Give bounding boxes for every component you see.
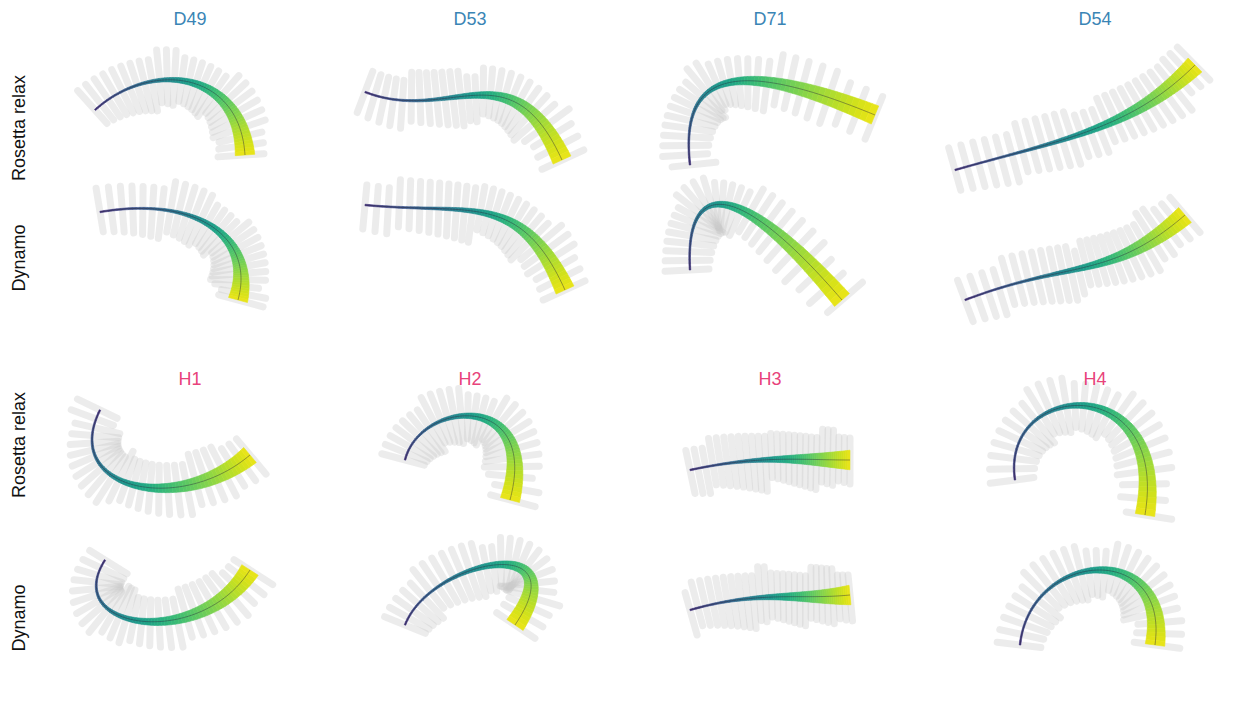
panel-title: H3	[758, 370, 781, 390]
ribbon-backbone	[92, 410, 250, 488]
side-chain-bar	[157, 50, 162, 103]
row-label: Dynamo	[10, 584, 30, 651]
protein-panel	[363, 180, 585, 300]
ribbon-backbone	[405, 416, 515, 500]
row-label: Dynamo	[10, 224, 30, 291]
side-chain-bar	[398, 180, 400, 227]
side-chain-bar	[72, 434, 119, 438]
side-chain-bar	[822, 429, 823, 482]
side-chain-bar	[664, 135, 711, 138]
side-chain-bar	[475, 77, 477, 122]
ribbon-backbone	[1014, 405, 1147, 515]
ribbon-backbone	[690, 595, 850, 610]
panel-title: H4	[1083, 370, 1106, 390]
ribbon-backbone	[365, 92, 562, 160]
side-chain-bar	[446, 184, 448, 236]
panel-title: D49	[173, 10, 206, 30]
side-chain-bar	[771, 434, 773, 478]
side-chain-bar	[468, 188, 475, 243]
protein-panel	[686, 429, 850, 493]
ribbon-backbone	[1020, 570, 1156, 645]
protein-panel	[382, 389, 539, 507]
side-chain-bar	[155, 465, 163, 513]
ribbon-backbone	[405, 565, 531, 625]
ribbon-backbone	[690, 204, 842, 300]
side-chain-bar	[375, 187, 378, 232]
protein-panel	[663, 55, 883, 167]
side-chain-bar	[990, 477, 1034, 483]
side-chain-bar	[363, 185, 367, 229]
panel-title: D54	[1078, 10, 1111, 30]
ribbon-backbone	[96, 560, 250, 622]
side-chain-bar	[1062, 378, 1071, 432]
side-chain-bar	[409, 181, 411, 229]
row-label: Rosetta relax	[10, 392, 30, 498]
side-chain-bar	[484, 463, 539, 471]
side-chain-bar	[139, 186, 147, 234]
ribbon-backbone	[95, 80, 245, 155]
side-chain-bar	[492, 547, 497, 592]
side-chain-bar	[737, 59, 741, 106]
ribbon-backbone	[955, 65, 1195, 170]
protein-panel	[665, 178, 862, 312]
side-chain-bar	[765, 436, 768, 491]
side-chain-bar	[96, 188, 103, 231]
side-chain-bar	[665, 269, 709, 271]
side-chain-bar	[158, 189, 164, 239]
side-chain-bar	[990, 465, 1035, 473]
side-chain-bar	[151, 187, 154, 236]
side-chain-bar	[758, 436, 761, 490]
protein-panel	[685, 567, 852, 635]
protein-panel	[958, 198, 1200, 322]
side-chain-bar	[419, 73, 421, 123]
side-chain-bar	[419, 182, 420, 231]
protein-panel	[990, 378, 1172, 519]
side-chain-bar	[426, 73, 430, 124]
protein-panel	[70, 399, 266, 515]
side-chain-bar	[379, 77, 389, 122]
side-chain-bar	[784, 58, 796, 109]
side-chain-bar	[387, 188, 390, 234]
side-chain-bar	[390, 79, 396, 126]
side-chain-bar	[462, 186, 467, 240]
protein-panel	[78, 50, 265, 157]
panel-title: H1	[178, 370, 201, 390]
ribbon-backbone	[689, 81, 875, 165]
panel-title: D71	[753, 10, 786, 30]
ribbon-backbone	[365, 205, 565, 290]
panel-title: H2	[458, 370, 481, 390]
side-chain-bar	[758, 567, 762, 621]
side-chain-bar	[744, 59, 751, 107]
protein-panel	[385, 538, 560, 639]
ribbon-backbone	[690, 459, 850, 470]
protein-panel	[96, 182, 266, 307]
side-chain-bar	[663, 142, 709, 149]
side-chain-bar	[771, 573, 773, 617]
side-chain-bar	[401, 80, 404, 128]
protein-panel	[72, 551, 272, 648]
side-chain-bar	[846, 438, 853, 484]
protein-panel	[997, 544, 1182, 648]
ribbon-backbone	[965, 215, 1185, 300]
side-chain-bar	[166, 50, 167, 104]
panel-title: D53	[453, 10, 486, 30]
side-chain-bar	[663, 154, 708, 157]
side-chain-bar	[672, 162, 716, 167]
row-label: Rosetta relax	[10, 75, 30, 181]
side-chain-bar	[408, 72, 416, 121]
ribbon-backbone	[100, 208, 241, 300]
side-chain-bar	[764, 567, 767, 622]
side-chain-bar	[480, 68, 487, 114]
side-chain-bar	[665, 257, 710, 265]
side-chain-bar	[158, 600, 161, 647]
protein-panel	[357, 68, 584, 169]
protein-panel	[949, 47, 1210, 190]
